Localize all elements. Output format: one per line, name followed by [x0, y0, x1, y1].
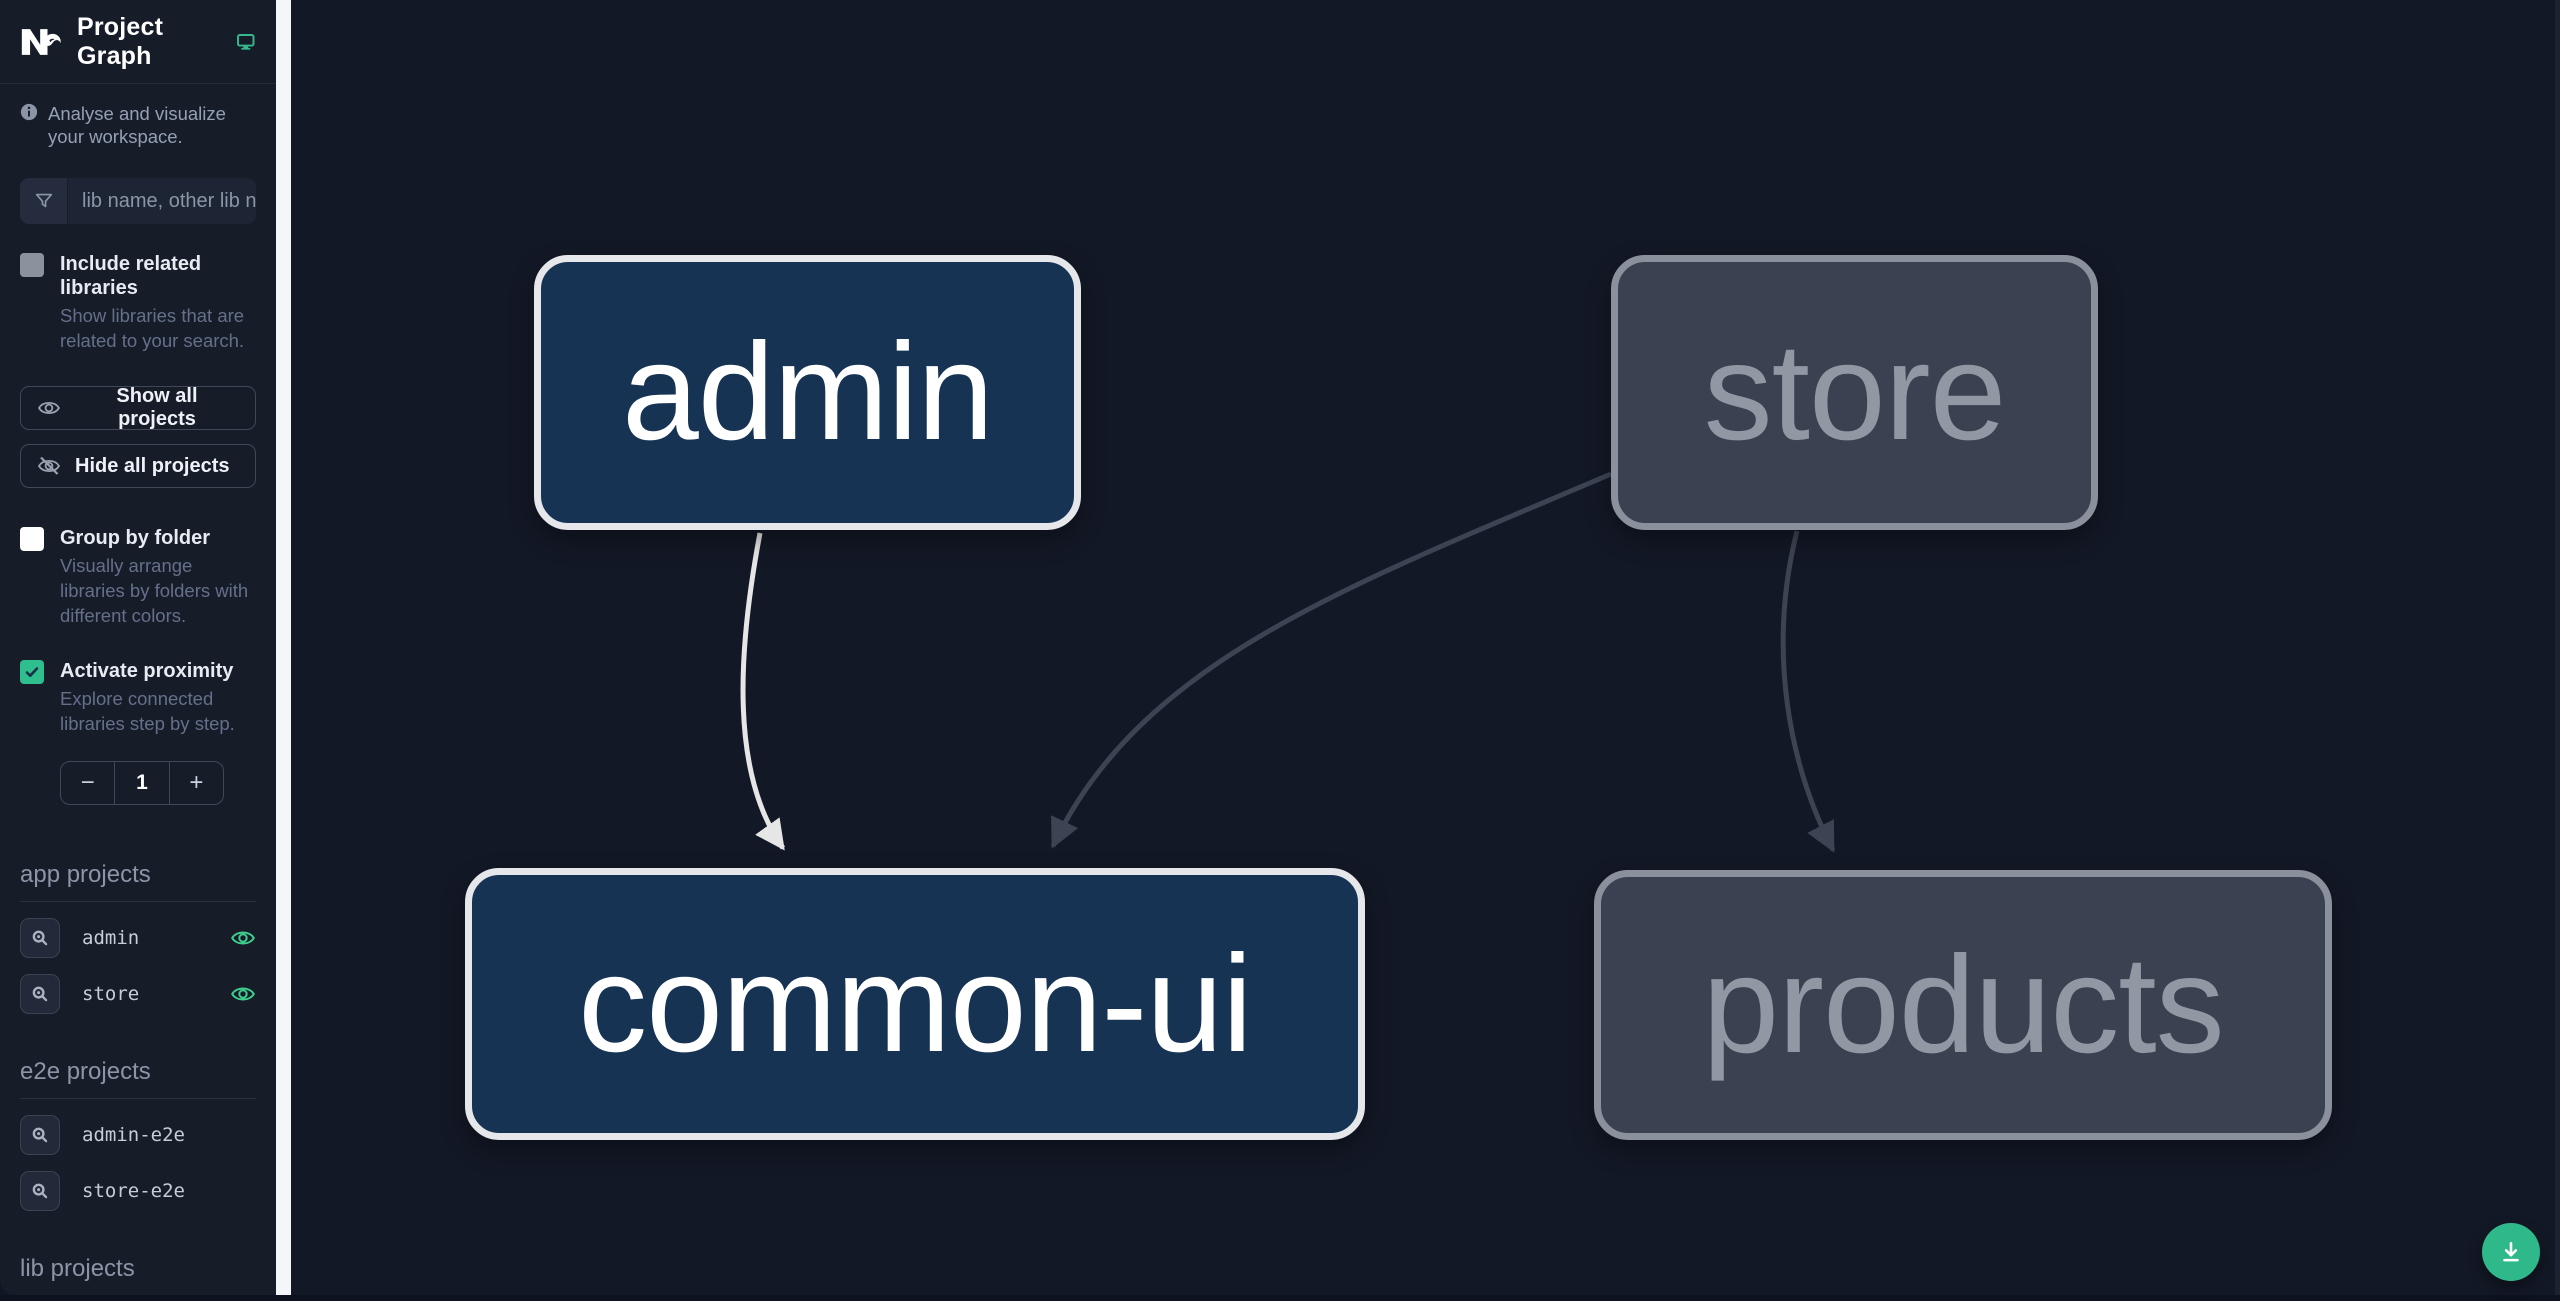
project-icon[interactable] — [20, 918, 60, 959]
sidebar: Project Graph Analyse and visualize your… — [0, 0, 276, 1295]
filter-funnel-icon — [20, 178, 68, 225]
node-label: products — [1702, 927, 2224, 1082]
activate-proximity-checkbox[interactable] — [20, 660, 44, 685]
hide-all-projects-button[interactable]: Hide all projects — [20, 444, 256, 489]
proximity-decrement-button[interactable]: − — [80, 769, 95, 797]
show-all-projects-button[interactable]: Show all projects — [20, 385, 256, 431]
include-related-option[interactable]: Include related libraries Show libraries… — [20, 252, 256, 354]
node-label: store — [1703, 315, 2007, 469]
project-name[interactable]: store-e2e — [82, 1180, 185, 1203]
graph-node-store[interactable]: store — [1611, 255, 2098, 530]
proximity-value: 1 — [114, 762, 168, 805]
project-row-store-e2e: store-e2e — [20, 1171, 256, 1212]
project-row-store: store — [20, 974, 256, 1015]
sidebar-body: Analyse and visualize your workspace. In… — [0, 84, 276, 1295]
show-all-projects-label: Show all projects — [116, 385, 198, 431]
checkmark-icon — [25, 667, 39, 678]
search-box — [20, 178, 256, 225]
project-name[interactable]: admin-e2e — [82, 1124, 185, 1147]
project-row-admin: admin — [20, 918, 256, 959]
graph-edges — [740, 471, 1836, 853]
include-related-label: Include related libraries — [60, 253, 202, 300]
monitor-icon[interactable] — [236, 30, 256, 53]
include-related-description: Show libraries that are related to your … — [60, 305, 245, 352]
activate-proximity-option[interactable]: Activate proximity Explore connected lib… — [20, 659, 256, 737]
sidebar-resize-divider[interactable] — [276, 0, 291, 1295]
activate-proximity-description: Explore connected libraries step by step… — [60, 688, 235, 735]
project-name[interactable]: admin — [82, 927, 140, 950]
download-icon — [2503, 1242, 2519, 1262]
group-by-folder-option[interactable]: Group by folder Visually arrange librari… — [20, 526, 256, 629]
group-by-folder-description: Visually arrange libraries by folders wi… — [60, 555, 249, 627]
visibility-eye-icon[interactable] — [230, 981, 256, 1007]
project-icon[interactable] — [20, 1171, 60, 1212]
graph-node-products[interactable]: products — [1594, 870, 2332, 1140]
horizontal-scrollbar-track[interactable] — [0, 1295, 2560, 1301]
graph-canvas[interactable]: admin store common-ui products — [291, 0, 2560, 1295]
tagline-text: Analyse and visualize your workspace. — [48, 103, 226, 148]
eye-icon — [37, 402, 60, 415]
nx-logo-icon — [21, 28, 61, 55]
sidebar-header: Project Graph — [0, 0, 276, 84]
info-icon — [20, 103, 38, 121]
page-title: Project Graph — [77, 12, 164, 70]
proximity-increment-button[interactable]: + — [168, 762, 223, 805]
edge-admin-to-common-ui[interactable] — [740, 532, 786, 851]
project-name[interactable]: store — [82, 983, 140, 1006]
tagline-row: Analyse and visualize your workspace. — [20, 102, 256, 148]
section-title-e2e-projects: e2e projects — [20, 1058, 256, 1100]
section-title-lib-projects: lib projects — [20, 1255, 256, 1295]
section-title-app-projects: app projects — [20, 861, 256, 903]
eye-off-icon — [37, 456, 61, 475]
graph-node-common-ui[interactable]: common-ui — [465, 868, 1365, 1140]
activate-proximity-label: Activate proximity — [60, 660, 234, 683]
include-related-checkbox[interactable] — [20, 253, 44, 278]
graph-node-admin[interactable]: admin — [534, 255, 1081, 530]
node-label: admin — [622, 315, 994, 469]
visibility-eye-icon[interactable] — [230, 925, 256, 951]
search-input[interactable] — [68, 178, 256, 225]
edge-store-to-products[interactable] — [1780, 530, 1836, 853]
project-icon[interactable] — [20, 1115, 60, 1156]
edge-store-to-common-ui[interactable] — [1050, 471, 1612, 849]
proximity-stepper: − 1 + — [60, 761, 224, 806]
vertical-scrollbar-track[interactable] — [2555, 0, 2560, 1301]
hide-all-projects-label: Hide all projects — [75, 454, 230, 477]
group-by-folder-checkbox[interactable] — [20, 527, 44, 552]
group-by-folder-label: Group by folder — [60, 527, 210, 550]
project-icon[interactable] — [20, 974, 60, 1015]
download-graph-button[interactable] — [2482, 1223, 2540, 1281]
project-row-admin-e2e: admin-e2e — [20, 1115, 256, 1156]
node-label: common-ui — [578, 926, 1253, 1081]
